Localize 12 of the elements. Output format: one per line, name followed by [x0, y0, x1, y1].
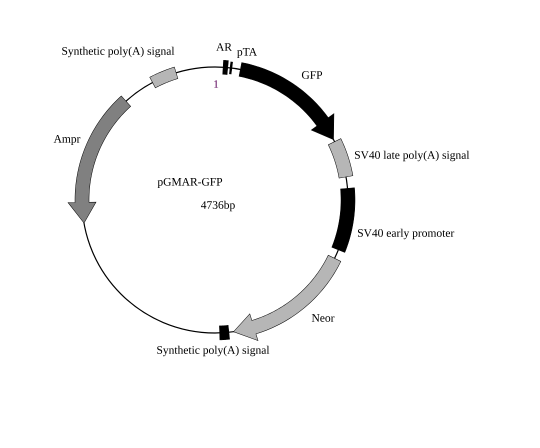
- plasmid-name: pGMAR-GFP: [158, 178, 222, 188]
- feature-label: Synthetic poly(A) signal: [157, 346, 270, 356]
- feature-label: AR: [216, 43, 232, 51]
- feature-label: SV40 early promoter: [358, 228, 454, 240]
- feature-label: Synthetic poly(A) signal: [62, 46, 174, 58]
- origin-number: 1: [214, 80, 218, 88]
- feature-label: GFP: [302, 71, 322, 79]
- feature-label: Neor: [312, 314, 334, 322]
- feature-label: pTA: [237, 48, 257, 58]
- feature-label: SV40 late poly(A) signal: [354, 150, 470, 162]
- feature-label: Ampr: [54, 134, 80, 146]
- plasmid-size: 4736bp: [200, 200, 235, 212]
